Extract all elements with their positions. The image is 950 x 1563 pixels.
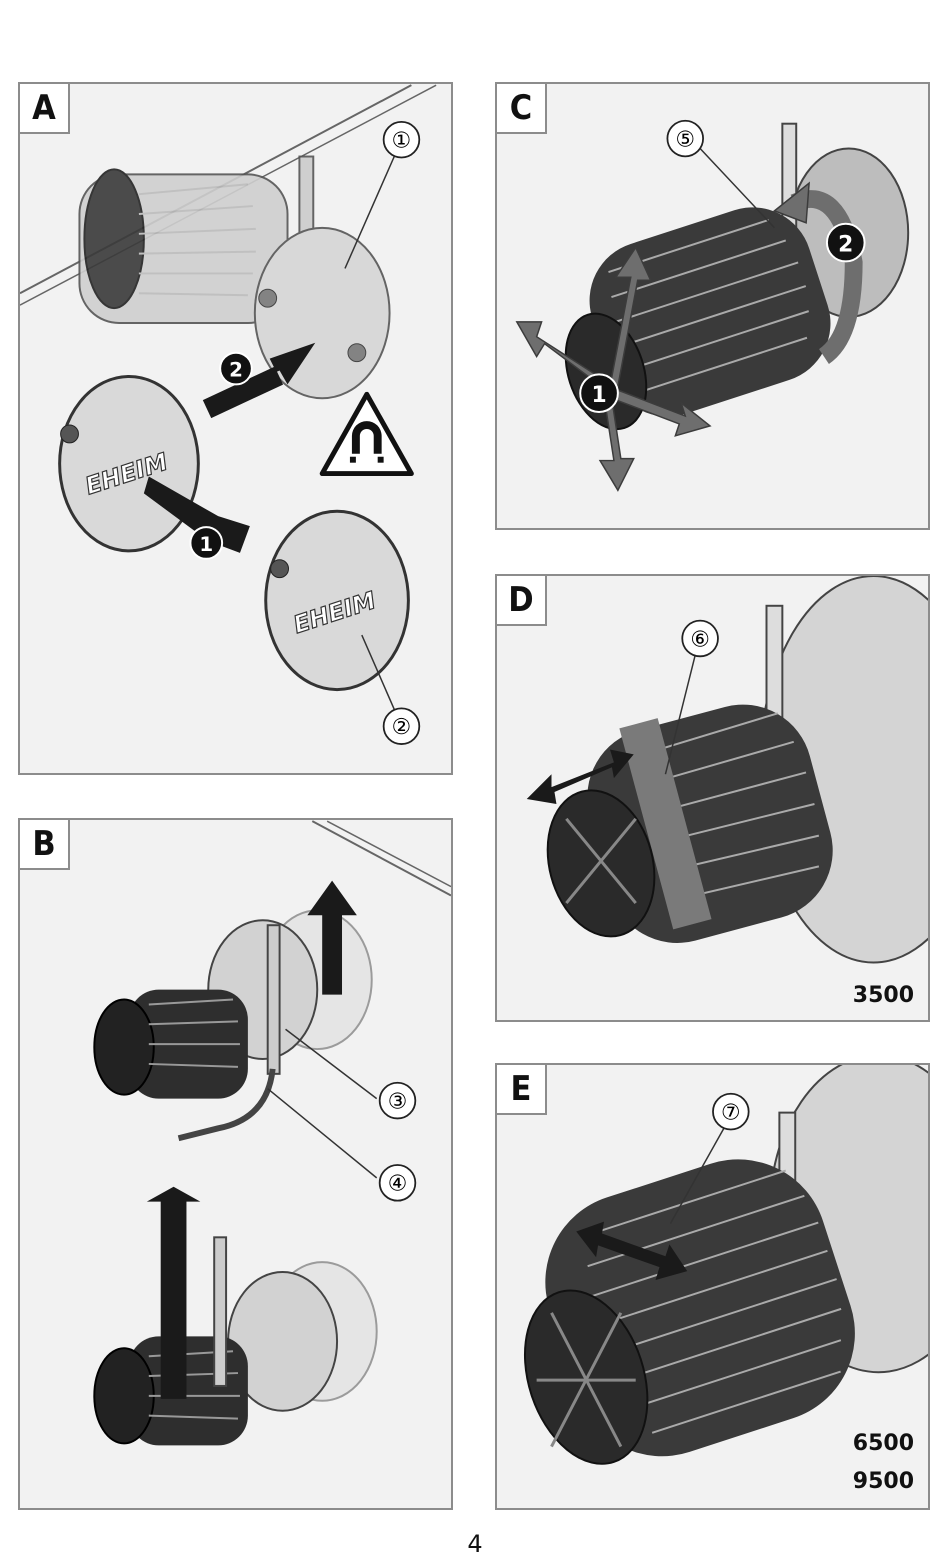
magnet-warning-icon — [319, 391, 414, 477]
step-2-badge: 2 — [219, 351, 253, 386]
callout-2: ② — [382, 707, 421, 745]
slide-arrow — [526, 749, 634, 804]
callout-3: ③ — [378, 1081, 417, 1120]
page-number: 4 — [467, 1530, 483, 1558]
step-2-badge: 2 — [825, 222, 866, 263]
aquarium-glass-line — [311, 820, 451, 897]
panel-b: B — [18, 818, 453, 1510]
panel-d: D ⑥ 3500 — [495, 574, 930, 1022]
svg-text:2: 2 — [229, 358, 243, 381]
panel-e: E ⑦ 6500 9500 — [495, 1063, 930, 1510]
svg-text:⑥: ⑥ — [690, 627, 710, 652]
panel-c: C ⑤ 1 2 — [495, 82, 930, 530]
svg-text:1: 1 — [199, 533, 213, 556]
slide-arrow — [576, 1221, 688, 1281]
panel-c-illustration: ⑤ 1 2 — [515, 119, 910, 492]
cable-clip — [177, 1068, 276, 1142]
adjustment-ring — [619, 718, 712, 930]
insert-arrow — [143, 476, 250, 553]
svg-text:②: ② — [392, 715, 412, 740]
panel-a: A E — [18, 82, 453, 775]
panel-e-illustration: ⑦ — [523, 1065, 928, 1465]
svg-text:③: ③ — [388, 1090, 408, 1115]
svg-text:2: 2 — [838, 233, 853, 258]
callout-6: ⑥ — [681, 619, 719, 658]
callout-7: ⑦ — [712, 1092, 750, 1131]
panel-label: C — [497, 84, 547, 134]
pump-body — [589, 207, 831, 417]
model-number: 3500 — [852, 983, 914, 1008]
panel-label: A — [20, 84, 70, 134]
step-1-badge: 1 — [579, 373, 619, 414]
holder-rod — [213, 1236, 228, 1387]
panel-d-illustration: ⑥ — [526, 576, 928, 964]
callout-4: ④ — [378, 1164, 417, 1202]
svg-text:⑤: ⑤ — [675, 127, 695, 152]
svg-text:①: ① — [392, 129, 412, 154]
panel-label: B — [20, 820, 70, 870]
pump-lower — [93, 1236, 378, 1446]
svg-text:1: 1 — [591, 383, 606, 408]
panel-label: E — [497, 1065, 547, 1115]
lift-arrow — [307, 880, 357, 995]
pump-upper — [93, 909, 373, 1142]
svg-text:④: ④ — [388, 1172, 408, 1197]
magnet-cover-back: EHEIM — [264, 509, 410, 692]
lift-arrow — [146, 1186, 201, 1399]
svg-text:⑦: ⑦ — [721, 1101, 741, 1126]
model-number: 9500 — [852, 1469, 914, 1494]
callout-5: ⑤ — [666, 119, 704, 158]
magnet-cover-front: EHEIM — [58, 374, 200, 553]
callout-1: ① — [382, 120, 421, 159]
holder-rod — [266, 924, 281, 1075]
rotate-arrows — [515, 181, 863, 492]
model-number: 6500 — [852, 1431, 914, 1456]
step-1-badge: 1 — [189, 526, 224, 560]
panel-a-illustration: EHEIM EHEIM ① ② 2 1 — [20, 84, 437, 745]
panel-b-illustration: ③ ④ — [93, 820, 451, 1446]
panel-label: D — [497, 576, 547, 626]
